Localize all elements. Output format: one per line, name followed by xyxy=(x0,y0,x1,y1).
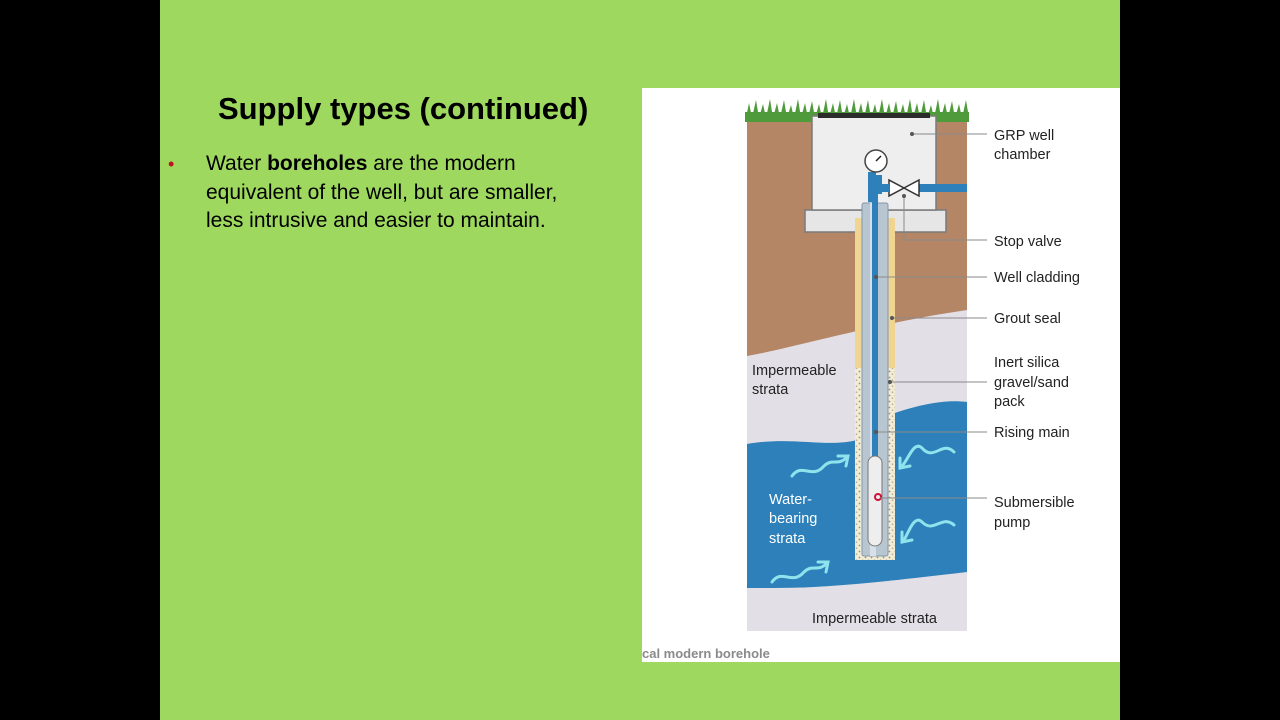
bullet-list: • Water boreholes are the modern equival… xyxy=(168,150,618,236)
label-grout-seal: Grout seal xyxy=(994,311,1061,327)
rising-main xyxy=(872,184,878,456)
bullet-item: • Water boreholes are the modern equival… xyxy=(168,150,618,236)
label-submersible-pump: Submersible pump xyxy=(994,495,1079,531)
slide-title: Supply types (continued) xyxy=(218,91,589,126)
stop-valve-icon xyxy=(882,178,920,198)
submersible-pump-icon xyxy=(867,455,883,547)
borehole-diagram-panel: GRP well chamber Stop valve Well claddin… xyxy=(642,88,1120,662)
water-flow-arrow-icon xyxy=(770,444,956,584)
leader-dots xyxy=(874,132,914,434)
label-impermeable-upper-strata: Impermeable strata xyxy=(752,363,841,398)
diagram-caption: cal modern borehole xyxy=(642,646,770,661)
label-gravel-pack: Inert silica gravel/sand pack xyxy=(994,355,1073,410)
bullet-text-line-1: are the modern xyxy=(367,152,516,175)
label-stop-valve: Stop valve xyxy=(994,234,1062,250)
bullet-text-bold: boreholes xyxy=(267,152,368,175)
label-water-bearing-strata: Water- bearing strata xyxy=(769,492,821,547)
label-impermeable-lower-strata: Impermeable strata xyxy=(812,611,938,627)
label-grp-well-chamber: GRP well chamber xyxy=(994,128,1058,163)
label-rising-main: Rising main xyxy=(994,425,1070,441)
bullet-dot-icon: • xyxy=(168,154,175,174)
leader-lines xyxy=(876,133,987,499)
bullet-text-line-3: less intrusive and easier to maintain. xyxy=(206,209,546,232)
impermeable-lower-strata xyxy=(747,572,967,631)
pressure-gauge-icon xyxy=(864,149,888,173)
borehole-diagram: GRP well chamber Stop valve Well claddin… xyxy=(642,99,1080,661)
bullet-text-prefix: Water xyxy=(206,152,268,175)
bullet-text-line-2: equivalent of the well, but are smaller, xyxy=(206,180,558,204)
label-well-cladding: Well cladding xyxy=(994,270,1080,286)
